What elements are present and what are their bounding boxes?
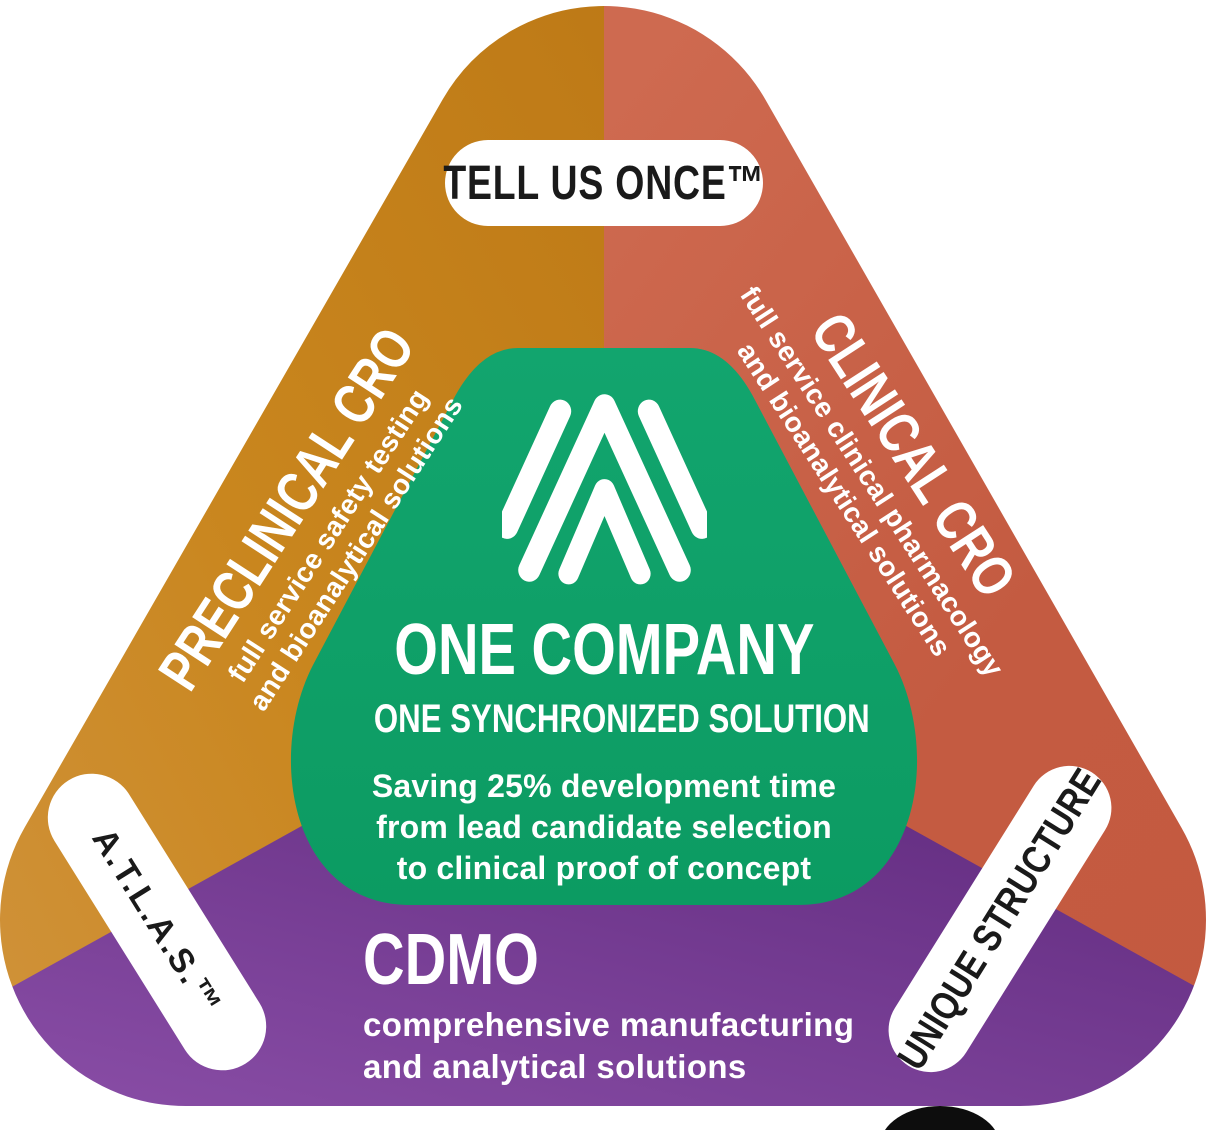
center-panel: ONE COMPANY ONE SYNCHRONIZED SOLUTION Sa… bbox=[304, 380, 904, 889]
cdmo-subtitle-line1: comprehensive manufacturing bbox=[363, 1006, 855, 1043]
cdmo-subtitle: comprehensive manufacturing and analytic… bbox=[363, 1004, 854, 1088]
center-body-line2: from lead candidate selection bbox=[376, 809, 832, 845]
center-body-text: Saving 25% development time from lead ca… bbox=[304, 766, 904, 889]
cdmo-subtitle-line2: and analytical solutions bbox=[363, 1048, 747, 1085]
altasciences-a-logo-icon bbox=[501, 394, 707, 585]
center-body-line3: to clinical proof of concept bbox=[396, 850, 812, 886]
cdmo-title: CDMO bbox=[363, 920, 539, 1000]
tell-us-once-badge: TELL US ONCE™ bbox=[443, 140, 765, 226]
center-green-hexagon bbox=[290, 348, 918, 905]
cdmo-section: CDMO comprehensive manufacturing and ana… bbox=[363, 922, 854, 1088]
center-title: ONE COMPANY bbox=[393, 610, 815, 690]
center-body-line1: Saving 25% development time bbox=[371, 768, 837, 804]
tell-us-once-label: TELL US ONCE™ bbox=[443, 156, 765, 210]
center-subtitle: ONE SYNCHRONIZED SOLUTION bbox=[373, 697, 870, 741]
